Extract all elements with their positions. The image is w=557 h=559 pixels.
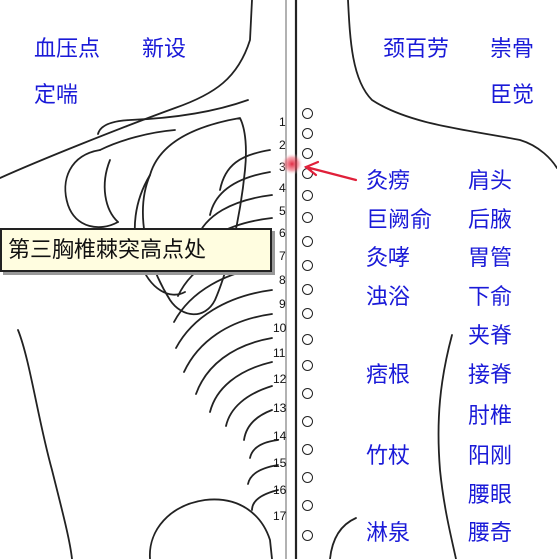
acupoint-marker bbox=[302, 360, 313, 371]
vertebra-number: 8 bbox=[279, 273, 286, 287]
label-xinshe: 新设 bbox=[142, 37, 187, 62]
label-point: 巨阙俞 bbox=[366, 208, 433, 233]
callout-text: 第三胸椎棘突高点处 bbox=[8, 238, 207, 263]
label-point: 接脊 bbox=[468, 363, 513, 388]
label-point: 阳刚 bbox=[468, 444, 513, 469]
acupoint-marker bbox=[302, 212, 313, 223]
label-point: 夹脊 bbox=[468, 324, 513, 349]
label-dingchuan: 定喘 bbox=[34, 83, 79, 108]
acupoint-marker bbox=[302, 108, 313, 119]
vertebra-number: 10 bbox=[273, 321, 287, 335]
vertebra-number: 17 bbox=[273, 509, 287, 523]
acupoint-marker bbox=[302, 236, 313, 247]
acupoint-marker bbox=[302, 308, 313, 319]
label-point: 竹杖 bbox=[366, 444, 411, 469]
vertebra-number: 9 bbox=[279, 297, 286, 311]
acupoint-marker bbox=[302, 284, 313, 295]
label-point: 肩头 bbox=[468, 169, 513, 194]
acupoint-marker bbox=[302, 472, 313, 483]
label-point: 淋泉 bbox=[366, 521, 411, 546]
label-point: 下俞 bbox=[468, 285, 513, 310]
acupoint-marker bbox=[302, 260, 313, 271]
acupoint-marker bbox=[302, 500, 313, 511]
label-point: 痞根 bbox=[366, 363, 411, 388]
vertebra-number: 4 bbox=[279, 181, 286, 195]
label-xueyadian: 血压点 bbox=[34, 37, 101, 62]
acupoint-marker bbox=[302, 416, 313, 427]
acupoint-marker bbox=[302, 148, 313, 159]
vertebra-number: 6 bbox=[279, 226, 286, 240]
label-chonggu: 崇骨 bbox=[490, 37, 535, 62]
label-point: 肘椎 bbox=[468, 404, 513, 429]
acupoint-marker bbox=[302, 530, 313, 541]
vertebra-number: 12 bbox=[273, 372, 287, 386]
label-point: 腰眼 bbox=[468, 483, 513, 508]
label-jingbailao: 颈百劳 bbox=[383, 37, 450, 62]
label-point: 胃管 bbox=[468, 246, 513, 271]
label-point: 灸哮 bbox=[366, 246, 411, 271]
acupoint-marker bbox=[302, 334, 313, 345]
vertebra-number: 3 bbox=[279, 160, 286, 174]
vertebra-number: 15 bbox=[273, 456, 287, 470]
vertebra-number: 7 bbox=[279, 249, 286, 263]
vertebra-number: 11 bbox=[273, 346, 286, 360]
acupoint-marker bbox=[302, 168, 313, 179]
vertebra-number: 13 bbox=[273, 401, 287, 415]
vertebra-number: 1 bbox=[279, 115, 286, 129]
vertebra-number: 14 bbox=[273, 429, 287, 443]
label-point: 后腋 bbox=[468, 208, 513, 233]
label-point: 浊浴 bbox=[366, 285, 411, 310]
vertebra-number: 2 bbox=[279, 138, 286, 152]
acupoint-marker bbox=[302, 388, 313, 399]
acupoint-marker bbox=[302, 190, 313, 201]
callout-box: 第三胸椎棘突高点处 bbox=[0, 228, 272, 272]
vertebra-number: 16 bbox=[273, 483, 287, 497]
vertebra-number: 5 bbox=[279, 204, 286, 218]
label-point: 灸痨 bbox=[366, 169, 411, 194]
label-point: 腰奇 bbox=[468, 521, 513, 546]
acupoint-marker bbox=[302, 444, 313, 455]
acupoint-marker bbox=[302, 128, 313, 139]
label-chenjue: 臣觉 bbox=[490, 83, 535, 108]
